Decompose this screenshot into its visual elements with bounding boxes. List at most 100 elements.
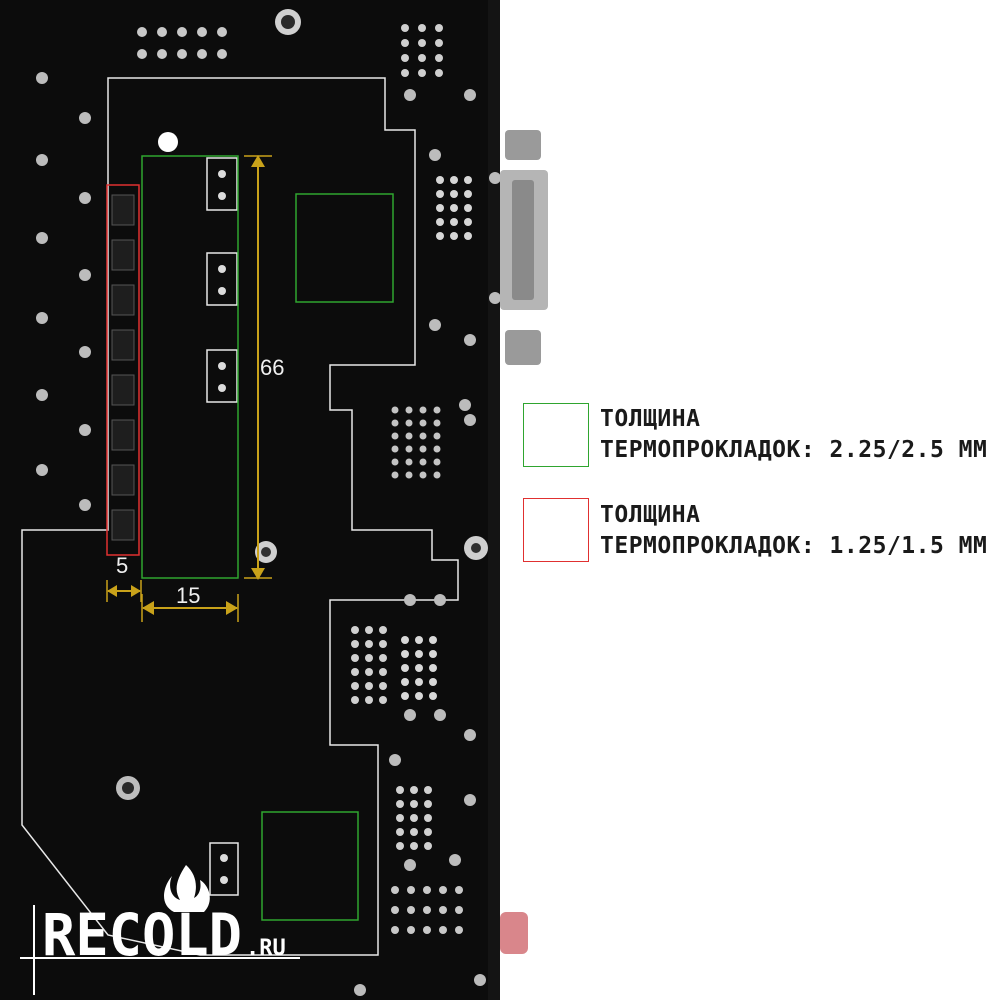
via (157, 49, 167, 59)
via (391, 445, 399, 453)
via (464, 190, 472, 198)
via (450, 204, 458, 212)
via (410, 800, 418, 808)
dimension-gap (106, 580, 142, 602)
via (439, 886, 447, 894)
via (418, 24, 426, 32)
recold-logo: RECOLD .RU (20, 865, 300, 995)
via (423, 926, 431, 934)
via (455, 886, 463, 894)
via (423, 906, 431, 914)
legend-text-red: ТОЛЩИНА ТЕРМОПРОКЛАДОК: 1.25/1.5 ММ (600, 500, 987, 562)
dvi-connector-bottom (505, 330, 541, 365)
via (404, 709, 416, 721)
via (436, 232, 444, 240)
via (379, 696, 387, 704)
capacitor-pair (209, 842, 239, 896)
via (351, 696, 359, 704)
via (389, 754, 401, 766)
via (439, 926, 447, 934)
audio-jack (500, 912, 528, 954)
via (391, 906, 399, 914)
legend-line1: ТОЛЩИНА (600, 502, 701, 528)
dimension-height (244, 155, 272, 580)
via (79, 424, 91, 436)
dvi-connector-top (505, 130, 541, 160)
via (419, 471, 427, 479)
legend-text-green: ТОЛЩИНА ТЕРМОПРОКЛАДОК: 2.25/2.5 ММ (600, 404, 987, 466)
via (79, 499, 91, 511)
via (401, 24, 409, 32)
via (365, 696, 373, 704)
via-field (36, 24, 501, 996)
via (415, 650, 423, 658)
via (464, 89, 476, 101)
mosfet (111, 239, 135, 271)
via (137, 27, 147, 37)
via (424, 786, 432, 794)
via (351, 640, 359, 648)
via (36, 154, 48, 166)
via (455, 926, 463, 934)
via (419, 445, 427, 453)
via (401, 692, 409, 700)
via (391, 458, 399, 466)
via (436, 190, 444, 198)
via (401, 69, 409, 77)
via (351, 626, 359, 634)
via (429, 692, 437, 700)
via (365, 668, 373, 676)
via (418, 39, 426, 47)
via (137, 49, 147, 59)
thermal-pad-zone-green (141, 155, 239, 579)
via (365, 654, 373, 662)
via (429, 149, 441, 161)
via (391, 886, 399, 894)
via (418, 69, 426, 77)
logo-suffix: .RU (246, 936, 286, 961)
mounting-hole (281, 15, 295, 29)
via (396, 814, 404, 822)
via (450, 176, 458, 184)
legend-line2: ТЕРМОПРОКЛАДОК: 2.25/2.5 ММ (600, 437, 988, 463)
via (419, 406, 427, 414)
flame-icon (164, 865, 210, 912)
via (435, 24, 443, 32)
dimension-height-label: 66 (260, 355, 284, 380)
thermal-pad-zone-red (106, 184, 140, 556)
via (410, 842, 418, 850)
via (405, 445, 413, 453)
via (489, 292, 501, 304)
mosfet-column (111, 194, 135, 541)
silkscreen-outline (21, 77, 459, 956)
via (404, 594, 416, 606)
mosfet (111, 329, 135, 361)
via (433, 432, 441, 440)
via (450, 232, 458, 240)
via (450, 190, 458, 198)
via (379, 626, 387, 634)
via (450, 218, 458, 226)
via (36, 464, 48, 476)
via (449, 854, 461, 866)
via (436, 204, 444, 212)
dimension-width-label: 15 (176, 583, 200, 608)
mosfet (111, 374, 135, 406)
via (401, 636, 409, 644)
via (415, 636, 423, 644)
mosfet (111, 194, 135, 226)
via (365, 682, 373, 690)
via (405, 406, 413, 414)
via (436, 218, 444, 226)
via (474, 974, 486, 986)
legend-line1: ТОЛЩИНА (600, 406, 701, 432)
via (36, 72, 48, 84)
via (429, 650, 437, 658)
dvi-connector-slot (512, 180, 534, 300)
pcb-edge (488, 0, 500, 1000)
via (365, 626, 373, 634)
via (407, 886, 415, 894)
thermal-pad-zone-green (261, 811, 359, 921)
via (79, 192, 91, 204)
